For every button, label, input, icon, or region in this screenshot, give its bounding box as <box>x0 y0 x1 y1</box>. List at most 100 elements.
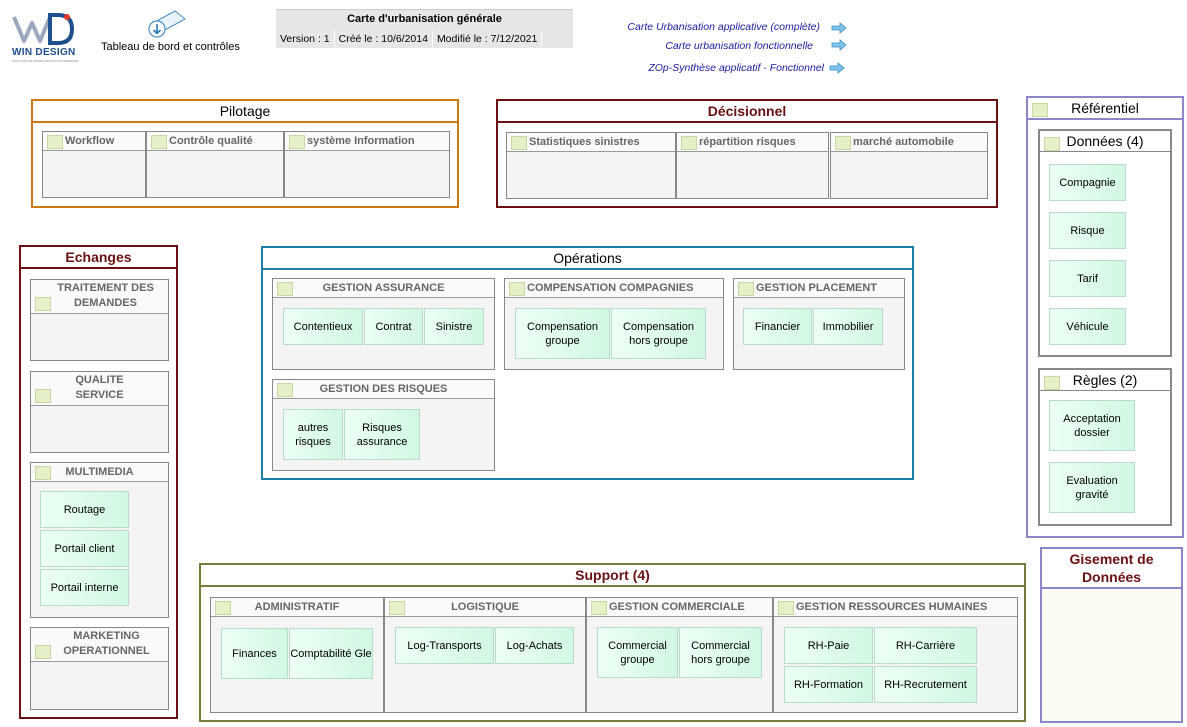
box-label: GESTION ASSURANCE <box>322 282 445 294</box>
box-label: MULTIMEDIA <box>65 466 134 478</box>
leaf-autres-risques[interactable]: autres risques <box>283 409 343 460</box>
leaf-sinistre[interactable]: Sinistre <box>424 308 484 345</box>
referentiel-frame: Référentiel Données (4) Compagnie Risque… <box>1026 96 1184 538</box>
component-icon <box>35 297 51 311</box>
leaf-contrat[interactable]: Contrat <box>364 308 423 345</box>
box-label: GESTION COMMERCIALE <box>609 601 745 613</box>
leaf-log-transports[interactable]: Log-Transports <box>395 627 494 664</box>
leaf-rh-formation[interactable]: RH-Formation <box>784 666 873 703</box>
referentiel-title: Référentiel <box>1028 98 1182 120</box>
leaf-immobilier[interactable]: Immobilier <box>813 308 883 345</box>
donnees-title: Données (4) <box>1040 131 1170 152</box>
support-title: Support (4) <box>201 565 1024 587</box>
component-icon <box>1032 103 1048 117</box>
leaf-risques-assurance[interactable]: Risques assurance <box>344 409 420 460</box>
echanges-box-traitement[interactable]: TRAITEMENT DES DEMANDES <box>30 279 169 361</box>
leaf-commercial-groupe[interactable]: Commercial groupe <box>597 627 678 678</box>
leaf-finances[interactable]: Finances <box>221 628 288 679</box>
pilotage-box-controle-qualite[interactable]: Contrôle qualité <box>146 131 284 198</box>
decisionnel-box-marche[interactable]: marché automobile <box>830 132 988 199</box>
leaf-risque[interactable]: Risque <box>1049 212 1126 249</box>
component-icon <box>35 389 51 403</box>
decisionnel-frame: Décisionnel Statistiques sinistres répar… <box>496 99 998 208</box>
decisionnel-box-statistiques[interactable]: Statistiques sinistres <box>506 132 676 199</box>
donnees-label: Données (4) <box>1066 133 1144 149</box>
link-zop-synthese[interactable]: ZOp-Synthèse applicatif - Fonctionnel <box>648 62 824 74</box>
modified-date: Modifié le : 7/12/2021 <box>433 31 543 47</box>
diagram-title-box: Carte d'urbanisation générale Version : … <box>276 9 573 48</box>
arrow-right-icon[interactable] <box>831 22 847 34</box>
leaf-tarif[interactable]: Tarif <box>1049 260 1126 297</box>
box-label: ADMINISTRATIF <box>254 601 340 613</box>
box-gestion-commerciale[interactable]: GESTION COMMERCIALE Commercial groupe Co… <box>586 597 773 713</box>
pilotage-box-workflow[interactable]: Workflow <box>42 131 146 198</box>
box-gestion-placement[interactable]: GESTION PLACEMENT Financier Immobilier <box>733 278 905 370</box>
leaf-rh-paie[interactable]: RH-Paie <box>784 627 873 664</box>
box-gestion-assurance[interactable]: GESTION ASSURANCE Contentieux Contrat Si… <box>272 278 495 370</box>
leaf-compagnie[interactable]: Compagnie <box>1049 164 1126 201</box>
component-icon <box>591 601 607 615</box>
box-label: Workflow <box>65 135 115 147</box>
windesign-logo-icon <box>12 13 74 45</box>
box-compensation-compagnies[interactable]: COMPENSATION COMPAGNIES Compensation gro… <box>504 278 724 370</box>
leaf-log-achats[interactable]: Log-Achats <box>495 627 574 664</box>
dashboard-link[interactable]: Tableau de bord et contrôles <box>101 41 240 53</box>
component-icon <box>681 136 697 150</box>
box-logistique[interactable]: LOGISTIQUE Log-Transports Log-Achats <box>384 597 586 713</box>
box-gestion-risques[interactable]: GESTION DES RISQUES autres risques Risqu… <box>272 379 495 471</box>
arrow-right-icon[interactable] <box>829 62 845 74</box>
leaf-vehicule[interactable]: Véhicule <box>1049 308 1126 345</box>
box-label: QUALITE SERVICE <box>75 374 124 401</box>
component-icon <box>215 601 231 615</box>
component-icon <box>511 136 527 150</box>
leaf-comptabilite-gle[interactable]: Comptabilité Gle <box>289 628 373 679</box>
leaf-portail-interne[interactable]: Portail interne <box>40 569 129 606</box>
pilotage-box-systeme-information[interactable]: système Information <box>284 131 450 198</box>
gisement-title: Gisement de Données <box>1042 549 1181 589</box>
component-icon <box>35 466 51 480</box>
gisement-frame[interactable]: Gisement de Données <box>1040 547 1183 723</box>
pilotage-title: Pilotage <box>33 101 457 123</box>
donnees-box: Données (4) Compagnie Risque Tarif Véhic… <box>1038 129 1172 357</box>
leaf-financier[interactable]: Financier <box>743 308 812 345</box>
box-label: GESTION DES RISQUES <box>319 383 448 395</box>
logo-text: WIN DESIGN <box>12 47 76 58</box>
link-carte-fonctionnelle[interactable]: Carte urbanisation fonctionnelle <box>665 40 813 52</box>
component-icon <box>778 601 794 615</box>
echanges-box-marketing[interactable]: MARKETING OPERATIONNEL <box>30 627 169 710</box>
box-gestion-ressources-humaines[interactable]: GESTION RESSOURCES HUMAINES RH-Paie RH-C… <box>773 597 1018 713</box>
leaf-contentieux[interactable]: Contentieux <box>283 308 363 345</box>
referentiel-label: Référentiel <box>1071 100 1139 116</box>
echanges-title: Echanges <box>21 247 176 269</box>
leaf-routage[interactable]: Routage <box>40 491 129 528</box>
leaf-commercial-hors-groupe[interactable]: Commercial hors groupe <box>679 627 762 678</box>
created-date: Créé le : 10/6/2014 <box>335 31 433 47</box>
leaf-evaluation-gravite[interactable]: Evaluation gravité <box>1049 462 1135 513</box>
leaf-portail-client[interactable]: Portail client <box>40 530 129 567</box>
echanges-box-qualite[interactable]: QUALITE SERVICE <box>30 371 169 453</box>
leaf-compensation-groupe[interactable]: Compensation groupe <box>515 308 610 359</box>
logo-subtext: SOLUTION DE MODÉLISATION D'ENTREPRISE <box>12 59 79 63</box>
regles-label: Règles (2) <box>1072 372 1138 388</box>
leaf-rh-recrutement[interactable]: RH-Recrutement <box>874 666 977 703</box>
box-label: répartition risques <box>699 136 796 148</box>
component-icon <box>509 282 525 296</box>
leaf-acceptation-dossier[interactable]: Acceptation dossier <box>1049 400 1135 451</box>
echanges-frame: Echanges TRAITEMENT DES DEMANDES QUALITE… <box>19 245 178 719</box>
box-label: marché automobile <box>853 136 954 148</box>
dashboard-icon[interactable] <box>145 9 187 43</box>
decisionnel-title: Décisionnel <box>498 101 996 123</box>
regles-box: Règles (2) Acceptation dossier Evaluatio… <box>1038 368 1172 526</box>
box-administratif[interactable]: ADMINISTRATIF Finances Comptabilité Gle <box>210 597 384 713</box>
component-icon <box>738 282 754 296</box>
decisionnel-box-repartition[interactable]: répartition risques <box>676 132 829 199</box>
operations-title: Opérations <box>263 248 912 270</box>
echanges-box-multimedia[interactable]: MULTIMEDIA Routage Portail client Portai… <box>30 462 169 618</box>
arrow-right-icon[interactable] <box>831 39 847 51</box>
diagram-title: Carte d'urbanisation générale <box>347 13 502 25</box>
leaf-compensation-hors-groupe[interactable]: Compensation hors groupe <box>611 308 706 359</box>
box-label: GESTION PLACEMENT <box>756 282 878 294</box>
link-carte-applicative[interactable]: Carte Urbanisation applicative (complète… <box>627 21 820 33</box>
leaf-rh-carriere[interactable]: RH-Carrière <box>874 627 977 664</box>
box-label: Contrôle qualité <box>169 135 253 147</box>
